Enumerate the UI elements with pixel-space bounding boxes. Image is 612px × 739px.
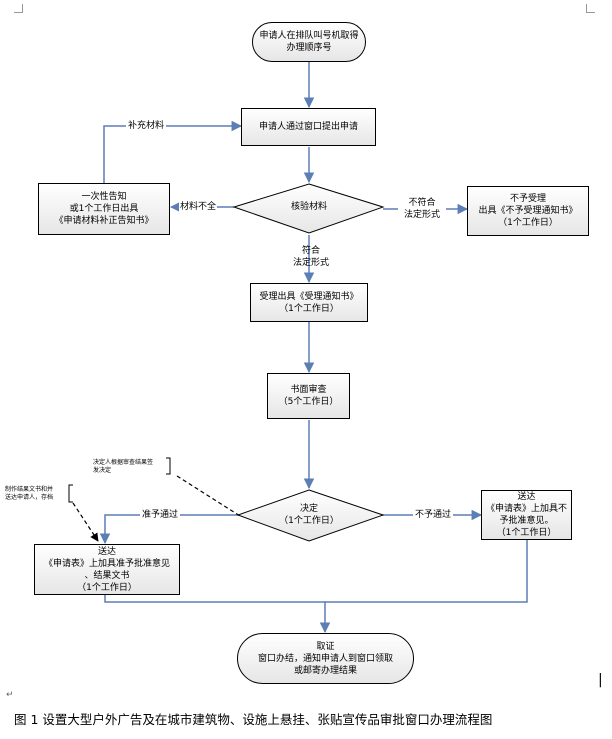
figure-caption: 图 1 设置大型户外广告及在城市建筑物、设施上悬挂、张贴宣传品审批窗口办理流程图 [14, 712, 493, 727]
note-result-bracket [68, 484, 73, 503]
edge-approve-finish [104, 595, 331, 634]
note-decision-bracket [166, 457, 171, 475]
paragraph-mark: ↵ [6, 690, 14, 700]
edge-label-not-conform: 不符合 法定形式 [398, 197, 446, 221]
accept-node: 受理出具《受理通知书》 （1个工作日） [250, 283, 368, 322]
decision-decide-shape [236, 489, 385, 542]
edge-approve [99, 514, 238, 545]
decision-decide-label: 决定 （1个工作日） [279, 504, 339, 526]
edge-deny-finish [325, 540, 528, 603]
edge-label-conform: 符合 法定形式 [292, 246, 329, 268]
note-result-pointer [72, 502, 99, 542]
review-node: 书面审查 （5个工作日） [267, 373, 350, 419]
edge-label-deny: 不予通过 [413, 509, 454, 521]
deliver-approve-node: 送达 《申请表》上加具准予批准意见 、结果文书 （1个工作日） [34, 544, 180, 595]
edge-supplement [103, 120, 243, 183]
start-node: 申请人在排队叫号机取得 办理顺序号 [252, 22, 366, 62]
edge-label-incomplete: 材料不全 [179, 201, 218, 213]
submit-node: 申请人通过窗口提出申请 [241, 108, 376, 146]
decision-note: 决定人根据审查结果签 发决定 [93, 459, 154, 474]
note-decision-pointer [176, 475, 241, 517]
text-cursor: | [598, 672, 603, 688]
corner-mark-left [14, 4, 23, 13]
deliver-reject-node: 送达 《申请表》上加具不 予批准意见。 （1个工作日） [481, 490, 572, 540]
edge-label-approve: 准予通过 [140, 509, 181, 521]
notify-once-node: 一次性告知 或1个工作日出具 《申请材料补正告知书》 [38, 183, 170, 235]
edge-label-supplement: 补充材料 [126, 120, 167, 132]
decision-check-shape [232, 183, 385, 234]
corner-mark-right [586, 4, 595, 13]
finish-node: 取证 窗口办结，通知申请人到窗口领取 或邮寄办理结果 [237, 633, 414, 684]
result-note: 制作结果文书和并 送达申请人，存档 [5, 486, 54, 501]
reject-accept-node: 不予受理 出具《不予受理通知书》 （1个工作日） [467, 186, 589, 236]
decision-check-label: 核验材料 [290, 202, 327, 212]
